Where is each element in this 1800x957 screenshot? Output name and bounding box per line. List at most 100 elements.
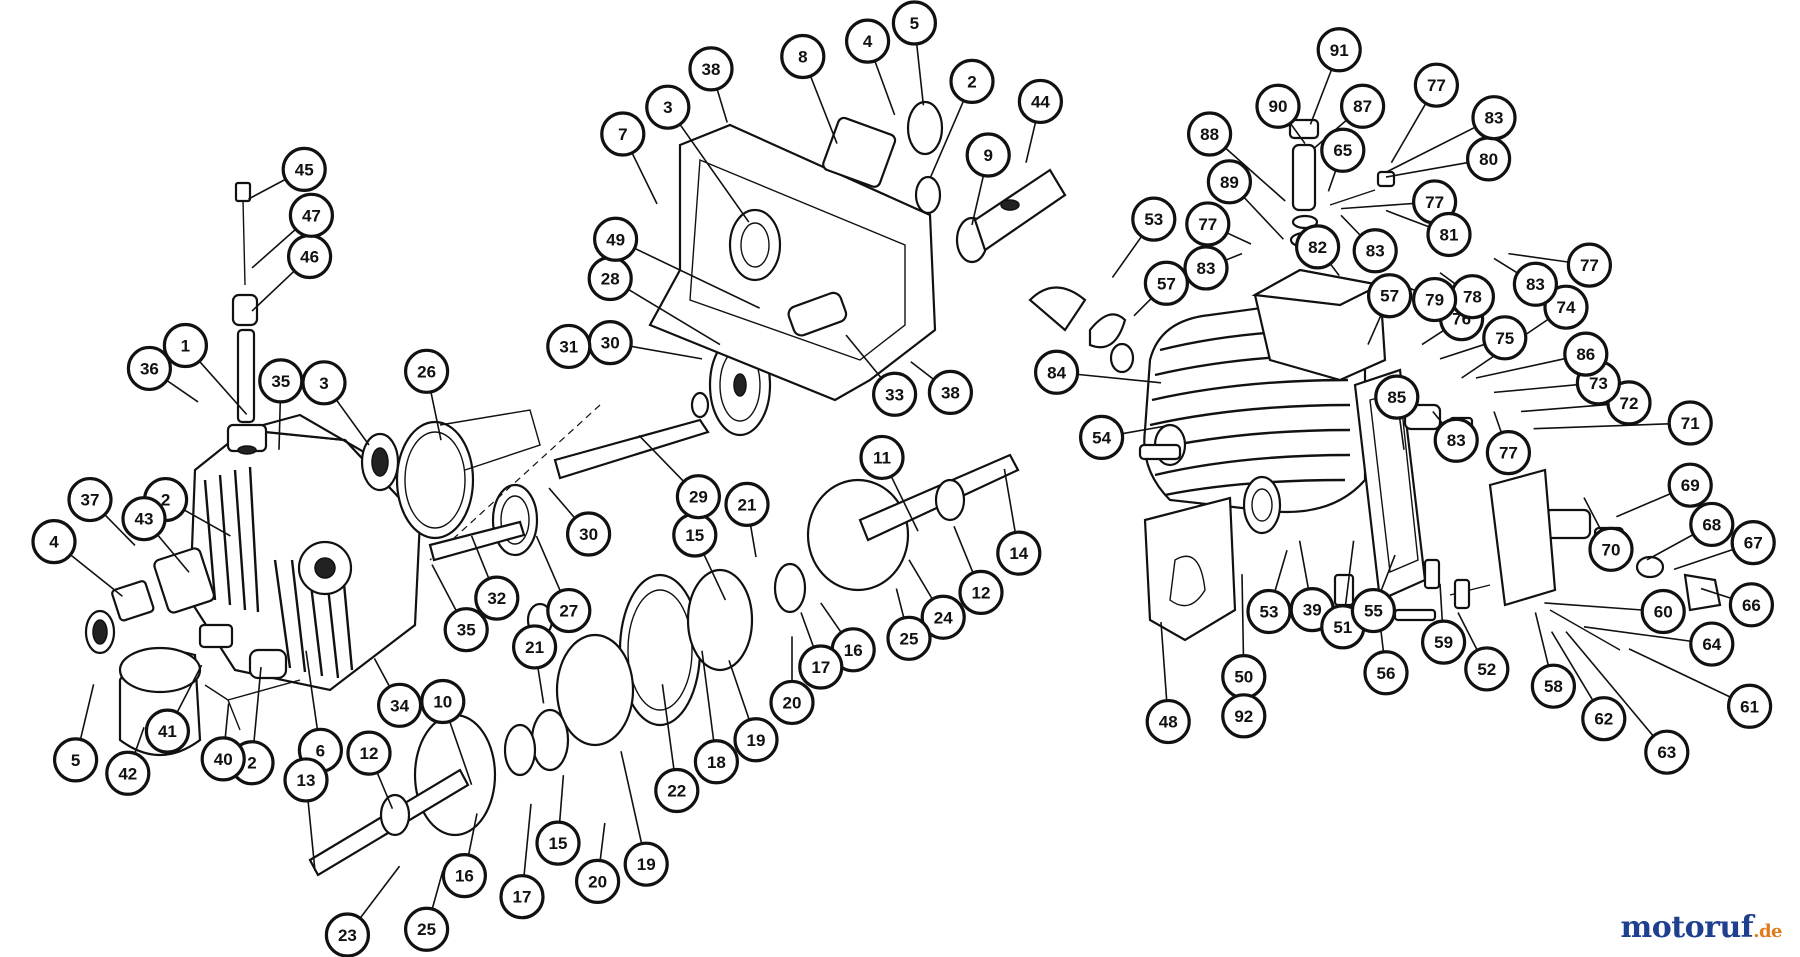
callout-circle [1186, 111, 1233, 157]
callout-number: 51 [1333, 618, 1352, 637]
callout-number: 20 [588, 872, 607, 891]
leader-line [535, 535, 562, 592]
callout-36: 36 [126, 345, 172, 392]
callout-12: 12 [346, 730, 392, 776]
callout-13: 13 [283, 757, 329, 803]
callout-circle [1078, 414, 1125, 460]
callout-number: 43 [135, 510, 154, 529]
leader-line [1340, 214, 1362, 237]
callout-number: 65 [1333, 141, 1352, 160]
callout-number: 4 [863, 32, 873, 51]
callout-number: 30 [601, 334, 620, 353]
leader-line [1289, 122, 1306, 145]
callout-circle [1366, 273, 1413, 319]
callout-number: 3 [663, 98, 672, 117]
callout-83: 83 [1471, 95, 1517, 141]
leader-line [1003, 468, 1017, 533]
leader-line [1565, 631, 1654, 737]
callout-26: 26 [404, 348, 450, 394]
callout-number: 5 [71, 751, 80, 770]
callout-25: 25 [886, 615, 932, 661]
callout-number: 4 [49, 533, 59, 552]
callout-circle [1485, 430, 1532, 476]
leader-line [1344, 540, 1355, 607]
callout-4: 4 [844, 18, 891, 64]
callout-77: 77 [1485, 430, 1532, 476]
callout-number: 27 [559, 602, 578, 621]
callout-number: 8 [798, 47, 807, 66]
leader-line [890, 475, 919, 532]
callout-circle [258, 358, 304, 404]
callout-circle [474, 575, 520, 621]
callout-number: 2 [247, 754, 256, 773]
callout-number: 83 [1197, 259, 1216, 278]
leader-line [1398, 417, 1405, 450]
leader-line [251, 228, 297, 269]
callout-55: 55 [1350, 587, 1397, 634]
leader-line [523, 803, 532, 876]
callout-circle [1255, 83, 1301, 129]
callout-31: 31 [546, 323, 592, 370]
leader-line [278, 401, 282, 450]
callout-circle [1374, 374, 1420, 420]
callout-circle [1339, 83, 1386, 129]
callout-circle [162, 322, 208, 369]
callout-number: 38 [702, 60, 721, 79]
callout-number: 22 [667, 781, 686, 800]
callout-79: 79 [1411, 276, 1458, 323]
callout-number: 55 [1364, 602, 1383, 621]
callout-80: 80 [1465, 136, 1512, 182]
callout-number: 84 [1047, 363, 1066, 382]
leader-line [448, 721, 473, 786]
leader-line [1646, 533, 1694, 561]
callout-29: 29 [675, 474, 722, 520]
leader-line [1457, 612, 1478, 651]
callout-number: 17 [811, 658, 830, 677]
callout-57: 57 [1143, 260, 1190, 306]
callout-circle [1183, 245, 1229, 291]
callout-number: 13 [297, 771, 316, 790]
leader-line [467, 813, 478, 856]
callout-83: 83 [1183, 245, 1229, 291]
callout-8: 8 [780, 33, 826, 80]
leader-line [1439, 583, 1444, 622]
callout-number: 74 [1557, 298, 1576, 317]
callout-circle [724, 481, 770, 527]
leader-line [373, 658, 391, 688]
callout-number: 47 [302, 206, 321, 225]
callout-number: 75 [1495, 329, 1514, 348]
leader-line [1439, 343, 1486, 360]
callout-circle [288, 192, 334, 238]
callout-circle [1644, 729, 1690, 775]
callout-number: 89 [1220, 173, 1239, 192]
callout-circle [1413, 62, 1460, 108]
callout-number: 9 [983, 146, 992, 165]
callout-77: 77 [1413, 62, 1460, 108]
callout-82: 82 [1294, 224, 1341, 270]
callout-11: 11 [859, 434, 905, 481]
callout-90: 90 [1255, 83, 1301, 129]
callout-number: 62 [1594, 710, 1613, 729]
leader-line [910, 361, 935, 381]
callout-77: 77 [1185, 201, 1231, 247]
callout-63: 63 [1644, 729, 1690, 775]
leader-line [661, 684, 675, 770]
callout-circle [67, 476, 113, 523]
callout-circle [1433, 417, 1479, 463]
callout-number: 19 [747, 731, 766, 750]
callout-circle [546, 323, 592, 370]
callout-number: 45 [295, 160, 314, 179]
callout-3: 3 [645, 84, 691, 130]
leader-line [183, 509, 231, 537]
callout-circle [1566, 242, 1613, 288]
leader-line [749, 524, 757, 558]
callout-circle [958, 569, 1004, 615]
callout-33: 33 [871, 371, 918, 417]
callout-28: 28 [587, 255, 633, 302]
callout-circle [1411, 276, 1458, 323]
leader-line [1160, 621, 1168, 701]
leader-line [1385, 161, 1469, 178]
leader-line [638, 434, 685, 483]
leader-line [431, 870, 444, 910]
